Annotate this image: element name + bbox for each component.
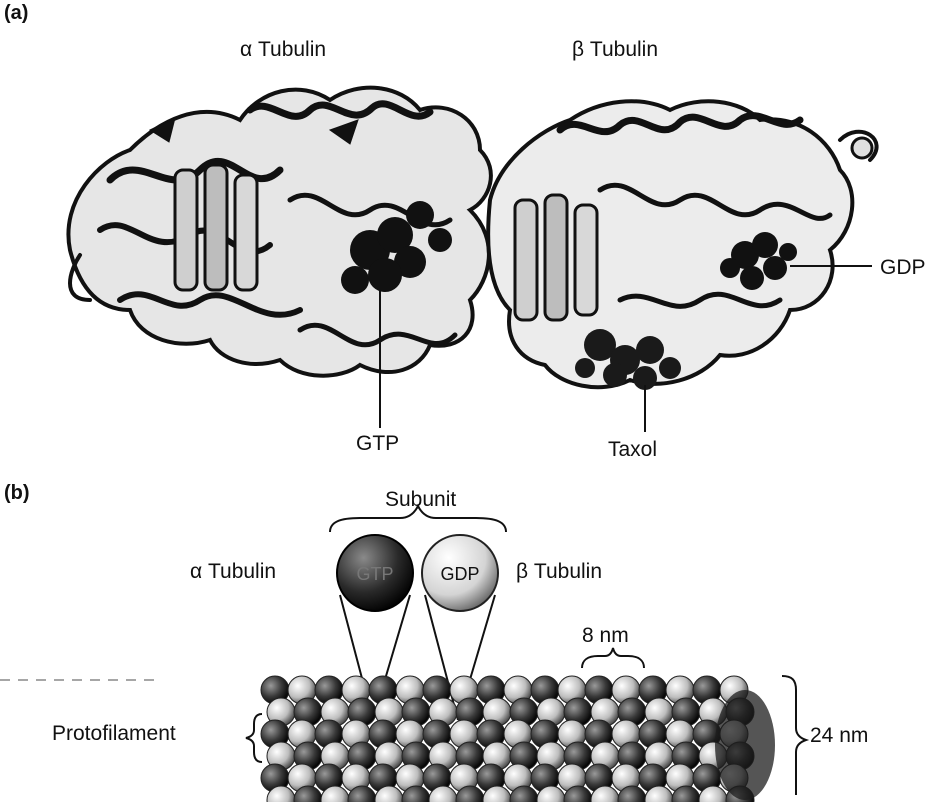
subunit-label: Subunit [385, 488, 456, 512]
alpha-tubulin-label-b: α Tubulin [190, 560, 276, 584]
panel-b-label: (b) [4, 482, 30, 505]
diameter-bracket [782, 676, 806, 795]
alpha-tubulin-structure [68, 88, 490, 376]
spacing-brace [582, 648, 644, 668]
protofilament-label: Protofilament [52, 722, 176, 746]
spacing-label: 8 nm [582, 624, 629, 648]
alpha-sphere-text: GTP [356, 564, 393, 584]
diameter-label: 24 nm [810, 724, 868, 748]
microtubule-lattice [261, 676, 775, 802]
protofilament-brace [246, 714, 262, 762]
beta-sphere-text: GDP [440, 564, 479, 584]
beta-tubulin-structure [488, 101, 876, 387]
microtubule-end-cap [715, 690, 775, 800]
beta-tubulin-label-b: β Tubulin [516, 560, 602, 584]
